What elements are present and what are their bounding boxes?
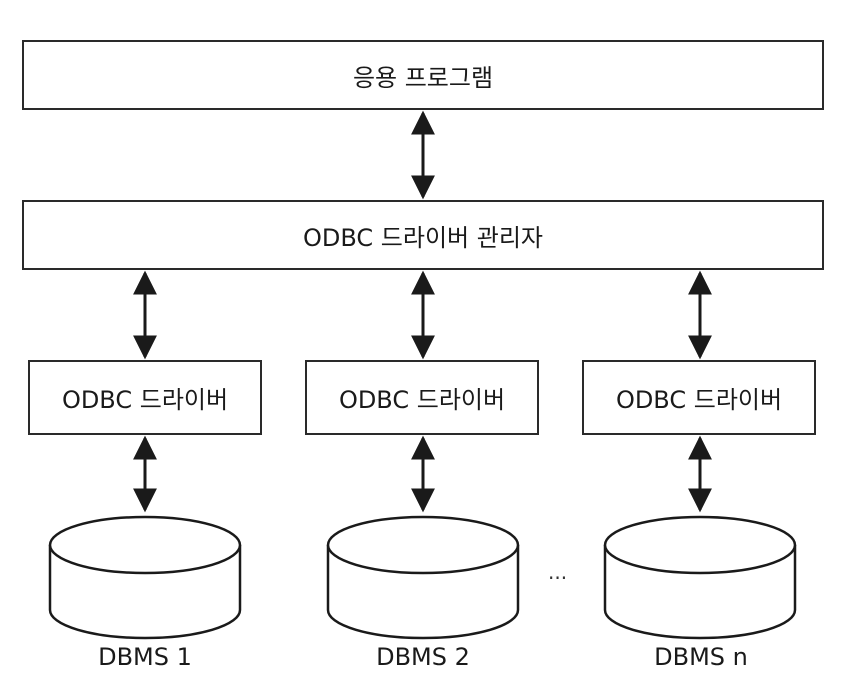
- application-label: 응용 프로그램: [352, 63, 494, 92]
- driver-box-2: ODBC 드라이버: [305, 360, 539, 435]
- dbms-cylinder-2: [326, 515, 520, 640]
- ellipsis-text: ...: [548, 560, 568, 584]
- dbms-label-1: DBMS 1: [98, 643, 192, 671]
- driver-label-2: ODBC 드라이버: [338, 386, 506, 414]
- driver-label-3: ODBC 드라이버: [615, 386, 783, 414]
- application-box: 응용 프로그램: [22, 40, 824, 110]
- driver-label-1: ODBC 드라이버: [61, 386, 229, 414]
- driver-manager-label: ODBC 드라이버 관리자: [303, 223, 543, 252]
- driver-box-3: ODBC 드라이버: [582, 360, 816, 435]
- dbms-cylinder-3: [603, 515, 797, 640]
- dbms-label-3: DBMS n: [654, 643, 748, 671]
- driver-box-1: ODBC 드라이버: [28, 360, 262, 435]
- driver-manager-box: ODBC 드라이버 관리자: [22, 200, 824, 270]
- dbms-label-2: DBMS 2: [376, 643, 470, 671]
- dbms-cylinder-1: [48, 515, 242, 640]
